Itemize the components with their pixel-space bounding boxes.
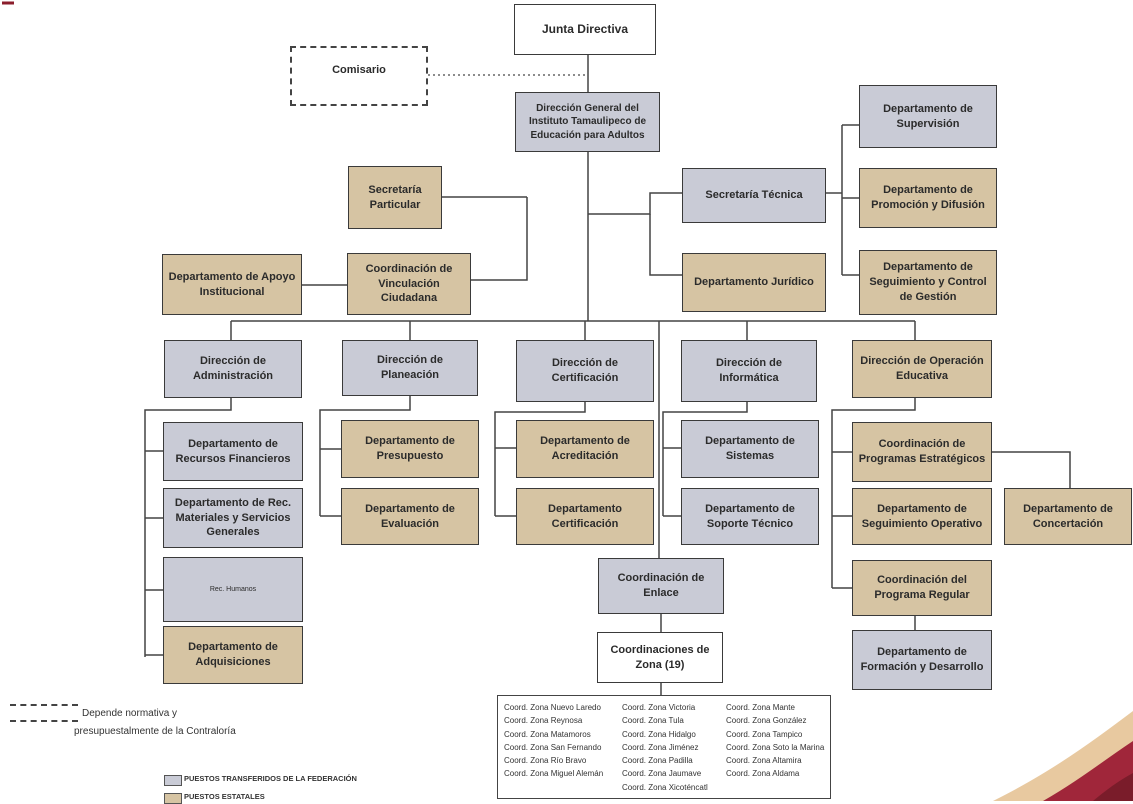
zone-item: Coord. Zona Victoria (622, 703, 696, 712)
zone-item: Coord. Zona Tula (622, 716, 684, 726)
zone-item: Coord. Zona Padilla (622, 756, 693, 766)
supervision-box: Departamento de Supervisión (859, 85, 997, 148)
certificacion-depto-box: Departamento Certificación (516, 488, 654, 545)
comisario-box: Comisario (290, 46, 428, 106)
direccion-general-box: Dirección General del Instituto Tamaulip… (515, 92, 660, 152)
legend-estatal-swatch (164, 793, 182, 804)
zone-item: Coord. Zona Río Bravo (504, 756, 587, 766)
sistemas-box: Departamento de Sistemas (681, 420, 819, 478)
concertacion-box: Departamento de Concertación (1004, 488, 1132, 545)
direccion-administracion-box: Dirección de Administración (164, 340, 302, 398)
legend-dashed-line1: Depende normativa y (82, 708, 178, 719)
zone-item: Coord. Zona Matamoros (504, 729, 591, 739)
seguimiento-operativo-box: Departamento de Seguimiento Operativo (852, 488, 992, 545)
secretaria-particular-box: Secretaría Particular (348, 166, 442, 229)
coordinaciones-zona-box: Coordinaciones de Zona (19) (597, 632, 723, 683)
acreditacion-box: Departamento de Acreditación (516, 420, 654, 478)
evaluacion-box: Departamento de Evaluación (341, 488, 479, 545)
zone-item: Coord. Zona Nuevo Laredo (504, 703, 601, 712)
coordinacion-vinculacion-box: Coordinación de Vinculación Ciudadana (347, 253, 471, 315)
apoyo-institucional-box: Departamento de Apoyo Institucional (162, 254, 302, 315)
zone-item: Coord. Zona Hidalgo (622, 729, 696, 739)
secretaria-tecnica-box: Secretaría Técnica (682, 168, 826, 223)
zone-item: Coord. Zona Jiménez (622, 742, 699, 752)
legend-estatal-label: PUESTOS ESTATALES (184, 792, 265, 801)
zone-item: Coord. Zona Xicoténcatl (622, 782, 708, 792)
direccion-informatica-box: Dirección de Informática (681, 340, 817, 402)
zone-item: Coord. Zona Miguel Alemán (504, 769, 604, 779)
direccion-certificacion-box: Dirección de Certificación (516, 340, 654, 402)
programas-estrategicos-box: Coordinación de Programas Estratégicos (852, 422, 992, 482)
zone-item: Coord. Zona Tampico (726, 729, 803, 739)
direccion-operacion-box: Dirección de Operación Educativa (852, 340, 992, 398)
legend-federal-swatch (164, 775, 182, 786)
formacion-desarrollo-box: Departamento de Formación y Desarrollo (852, 630, 992, 690)
junta-directiva-box: Junta Directiva (514, 4, 656, 55)
zone-item: Coord. Zona González (726, 716, 807, 726)
zone-item: Coord. Zona Aldama (726, 769, 800, 779)
direccion-planeacion-box: Dirección de Planeación (342, 340, 478, 396)
programa-regular-box: Coordinación del Programa Regular (852, 560, 992, 616)
soporte-tecnico-box: Departamento de Soporte Técnico (681, 488, 819, 545)
zone-item: Coord. Zona San Fernando (504, 742, 602, 752)
zone-item: Coord. Zona Soto la Marina (726, 742, 825, 752)
promocion-difusion-box: Departamento de Promoción y Difusión (859, 168, 997, 228)
zone-item: Coord. Zona Mante (726, 703, 795, 712)
departamento-juridico-box: Departamento Jurídico (682, 253, 826, 312)
legend-federal-label: PUESTOS TRANSFERIDOS DE LA FEDERACIÓN (184, 774, 357, 783)
adquisiciones-box: Departamento de Adquisiciones (163, 626, 303, 684)
decorative-corner-swoosh (983, 661, 1133, 801)
legend-dashed-sample (10, 704, 78, 722)
zone-item: Coord. Zona Reynosa (504, 716, 583, 726)
presupuesto-box: Departamento de Presupuesto (341, 420, 479, 478)
zone-item: Coord. Zona Altamira (726, 756, 802, 766)
legend-dashed-line2: presupuestalmente de la Contraloría (74, 726, 236, 737)
coordinacion-enlace-box: Coordinación de Enlace (598, 558, 724, 614)
seguimiento-control-box: Departamento de Seguimiento y Control de… (859, 250, 997, 315)
recursos-materiales-box: Departamento de Rec. Materiales y Servic… (163, 488, 303, 548)
recursos-financieros-box: Departamento de Recursos Financieros (163, 422, 303, 481)
zone-item: Coord. Zona Jaumave (622, 769, 702, 779)
recursos-humanos-box: Rec. Humanos (163, 557, 303, 622)
